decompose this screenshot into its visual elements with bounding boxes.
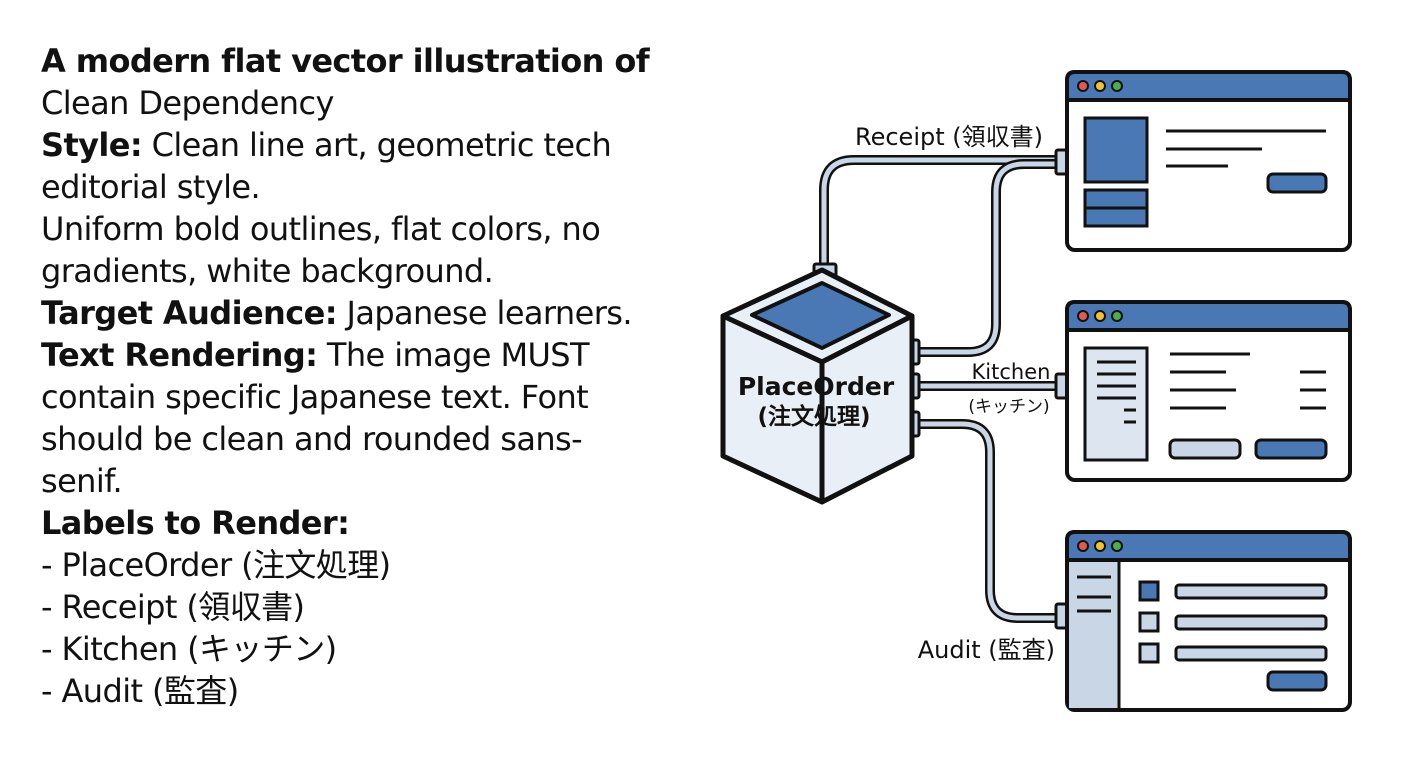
window-minimize-dot <box>1094 80 1106 92</box>
receipt-window <box>1065 70 1352 252</box>
pipe-cube-top-to-receipt <box>819 155 1065 273</box>
audit-label: Audit (監査) <box>918 636 1055 664</box>
window-close-dot <box>1077 80 1089 92</box>
cube-label-jp: (注文処理) <box>757 403 870 430</box>
label-item-kitchen: - Kitchen (キッチン) <box>41 630 337 668</box>
audience-label: Target Audience: <box>41 294 338 332</box>
audience-text: Japanese learners. <box>336 294 632 332</box>
style-label: Style: <box>41 126 143 164</box>
kitchen-label-en: Kitchen <box>972 360 1051 384</box>
label-item-placeorder: - PlaceOrder (注文処理) <box>41 546 391 584</box>
label-item-receipt: - Receipt (領収書) <box>41 588 305 626</box>
cube-label-en: PlaceOrder <box>738 372 895 401</box>
render-text-2: contain specific Japanese text. Font <box>41 378 589 416</box>
style-text-2: editorial style. <box>41 168 261 206</box>
kitchen-label-jp: (キッチン) <box>968 397 1049 417</box>
pipe-cube-side-to-receipt <box>911 159 1065 357</box>
prompt-title: A modern flat vector illustration of <box>41 42 650 80</box>
placeorder-cube <box>720 267 915 505</box>
prompt-text-block: A modern flat vector illustration of Cle… <box>41 40 681 712</box>
connector-pipes <box>819 155 1065 623</box>
audit-window <box>1065 530 1352 712</box>
render-text-1: The image MUST <box>317 336 590 374</box>
label-item-audit: - Audit (監査) <box>41 672 239 710</box>
receipt-label: Receipt (領収書) <box>855 123 1043 151</box>
render-label: Text Rendering: <box>41 336 318 374</box>
kitchen-window <box>1065 300 1352 482</box>
render-text-3: should be clean and rounded sans- <box>41 420 583 458</box>
uniform-text-2: gradients, white background. <box>41 252 494 290</box>
render-text-4: senif. <box>41 462 123 500</box>
style-text: Clean line art, geometric tech <box>142 126 612 164</box>
prompt-subject: Clean Dependency <box>41 84 334 122</box>
labels-heading: Labels to Render: <box>41 504 350 542</box>
uniform-text-1: Uniform bold outlines, flat colors, no <box>41 210 601 248</box>
window-maximize-dot <box>1111 80 1123 92</box>
